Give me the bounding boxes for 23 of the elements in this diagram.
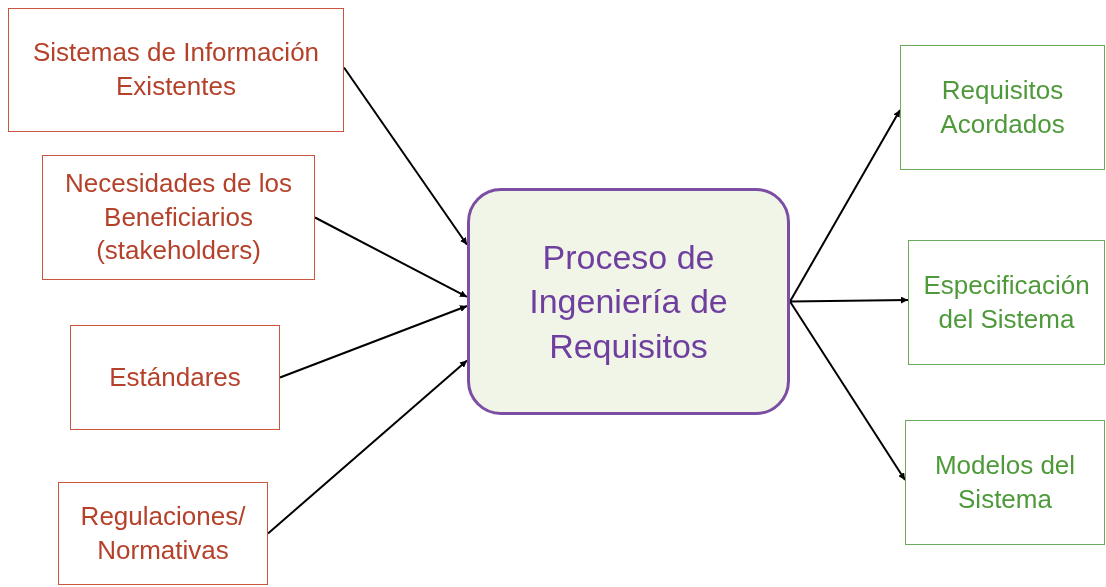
arrow	[279, 305, 468, 379]
input-box	[70, 325, 280, 430]
node-label: Proceso de Ingeniería de Requisitos	[528, 237, 729, 367]
arrow	[789, 296, 909, 304]
node-label: Estándares	[109, 360, 241, 394]
output-box	[908, 240, 1105, 365]
node-label: Regulaciones/ Normativas	[79, 499, 247, 567]
arrow	[789, 109, 901, 303]
node-label: Sistemas de Información Existentes	[31, 36, 321, 103]
arrow	[267, 359, 468, 535]
input-box	[8, 8, 344, 132]
arrow	[343, 66, 468, 246]
output-box	[900, 45, 1105, 170]
arrow	[789, 300, 906, 481]
output-box	[905, 420, 1105, 545]
process-box	[467, 188, 790, 415]
arrow	[314, 216, 468, 298]
node-label: Modelos del Sistema	[933, 448, 1077, 516]
node-label: Especificación del Sistema	[922, 268, 1091, 336]
input-box	[58, 482, 268, 585]
node-label: Requisitos Acordados	[939, 73, 1066, 141]
node-label: Necesidades de los Beneficiarios (stakeholders)	[64, 166, 293, 268]
input-box	[42, 155, 315, 280]
